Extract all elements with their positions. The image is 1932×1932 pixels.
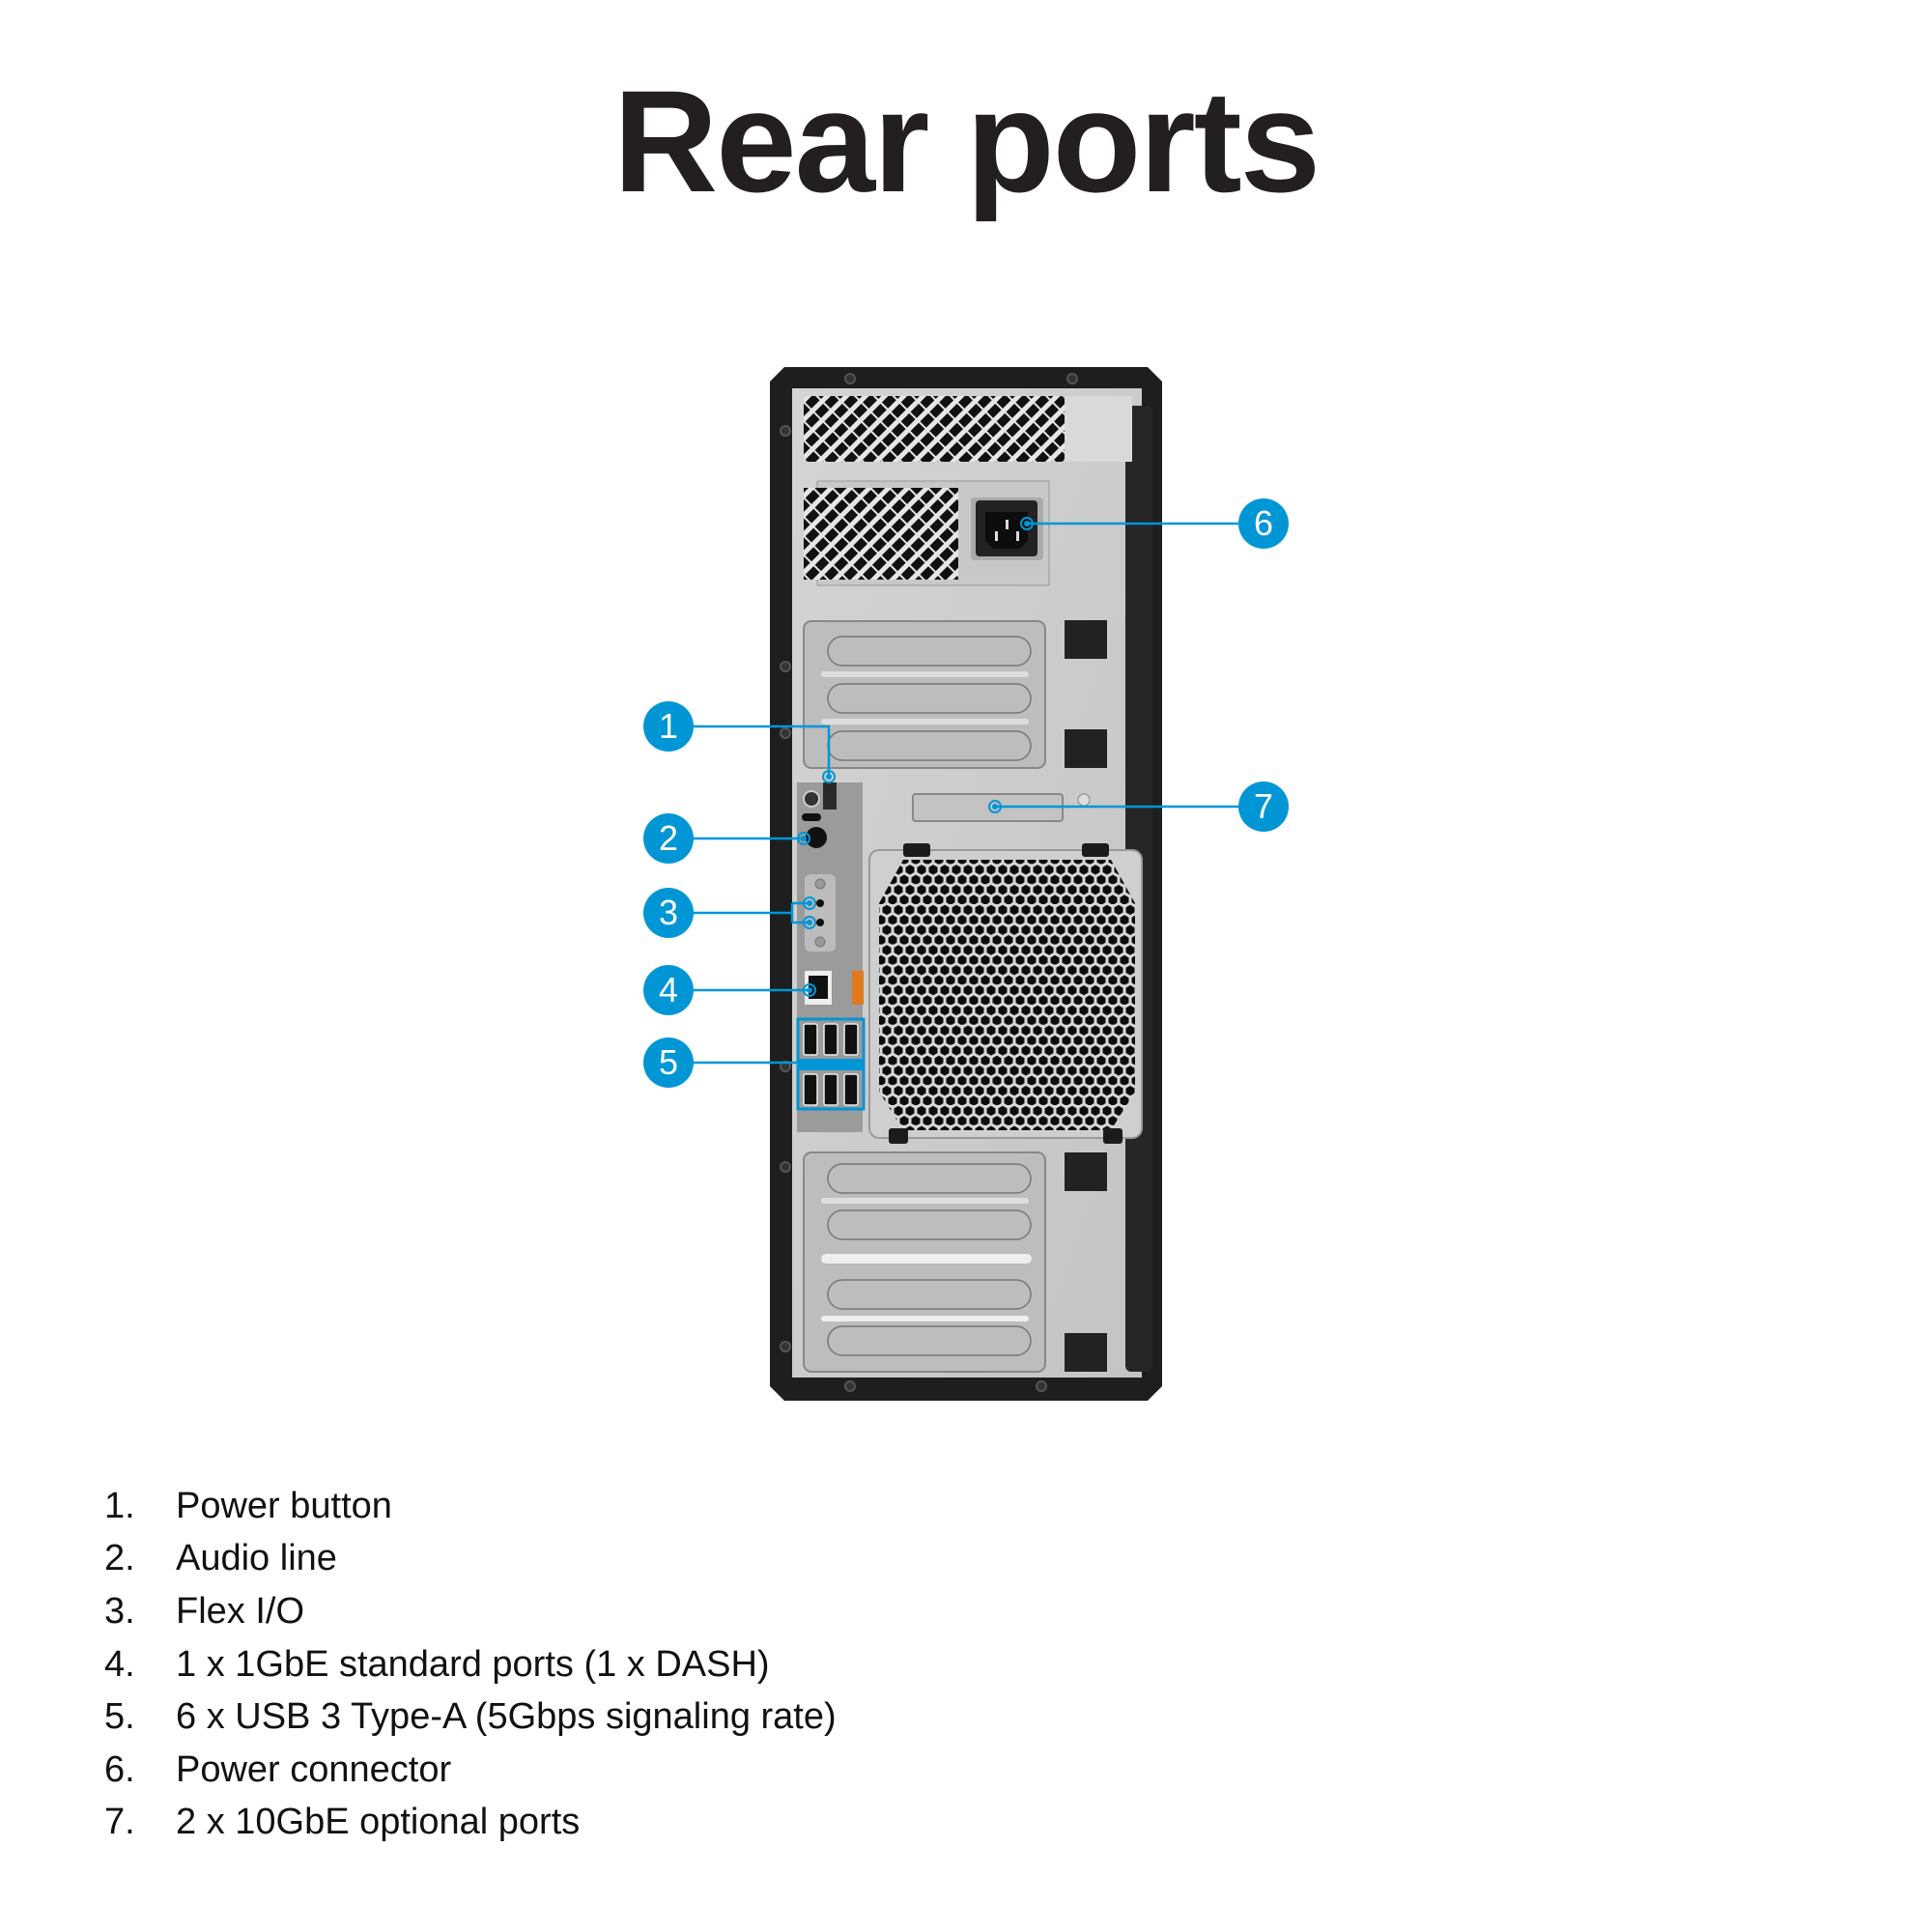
psu-area [804, 396, 1132, 586]
legend-number: 2. [104, 1538, 135, 1579]
callout-line [694, 901, 810, 924]
callout-badge-3 [643, 888, 694, 938]
callout-target-center [807, 920, 812, 925]
legend-label: Flex I/O [176, 1590, 305, 1632]
callout-badge-6 [1238, 498, 1289, 549]
legend-item: 6. Power connector [104, 1744, 837, 1797]
optional-10gbe-slot [912, 793, 1091, 822]
legend-item: 2. Audio line [104, 1533, 837, 1586]
callout-target-center [992, 804, 998, 810]
callout-badge-5 [643, 1037, 694, 1088]
legend-list: 1. Power button 2. Audio line 3. Flex I/O 4… [104, 1480, 837, 1849]
callout-number: 6 [1254, 503, 1273, 543]
callout-target-dot [988, 800, 1002, 813]
power-button [823, 782, 837, 810]
callout-number: 7 [1254, 786, 1273, 826]
callout-target-center [826, 774, 832, 780]
legend-label: 6 x USB 3 Type-A (5Gbps signaling rate) [176, 1696, 837, 1738]
callout-target-dot [803, 896, 816, 910]
io-panel [796, 782, 866, 1132]
callout-number: 5 [659, 1042, 678, 1082]
flex-io-module [805, 874, 836, 952]
callout-badge-2 [643, 813, 694, 864]
callout-badge-4 [643, 965, 694, 1015]
callout-target-center [801, 836, 807, 841]
lower-expansion-slots [803, 1151, 1107, 1373]
callouts: 1 2 3 4 5 6 7 [643, 498, 1289, 1088]
callout-target-dot [803, 916, 816, 929]
legend-item: 7. 2 x 10GbE optional ports [104, 1797, 837, 1850]
legend-label: Audio line [176, 1538, 337, 1579]
legend-item: 5. 6 x USB 3 Type-A (5Gbps signaling rate… [104, 1690, 837, 1744]
callout-target-dot [803, 983, 816, 997]
callout-badge-1 [643, 701, 694, 752]
legend-number: 6. [104, 1748, 135, 1790]
callout-target-dot [1020, 517, 1034, 530]
callout-target-center [807, 987, 812, 993]
callout-badge-7 [1238, 781, 1289, 832]
legend-number: 5. [104, 1696, 135, 1738]
legend-label: Power button [176, 1485, 392, 1526]
legend-number: 3. [104, 1590, 135, 1632]
legend-item: 1. Power button [104, 1480, 837, 1533]
callout-line [694, 724, 831, 777]
callout-number: 2 [659, 818, 678, 858]
callout-number: 3 [659, 893, 678, 932]
page-title: Rear ports [612, 60, 1321, 222]
legend-number: 1. [104, 1485, 135, 1526]
legend-number: 7. [104, 1802, 135, 1843]
legend-label: Power connector [176, 1748, 452, 1790]
ethernet-port [809, 976, 828, 999]
callout-target-center [1024, 521, 1030, 526]
callout-target-dot [822, 770, 836, 783]
callout-target-dot [797, 832, 810, 845]
fan-grill [868, 843, 1143, 1144]
legend-number: 4. [104, 1643, 135, 1685]
callout-number: 1 [659, 706, 678, 746]
legend-item: 3. Flex I/O [104, 1585, 837, 1638]
legend-label: 2 x 10GbE optional ports [176, 1802, 581, 1843]
power-connector [976, 500, 1037, 556]
legend-label: 1 x 1GbE standard ports (1 x DASH) [176, 1643, 770, 1685]
upper-expansion-slots [803, 620, 1107, 769]
legend-item: 4. 1 x 1GbE standard ports (1 x DASH) [104, 1638, 837, 1691]
callout-target-center [807, 900, 812, 906]
callout-number: 4 [659, 970, 678, 1009]
audio-jack [806, 827, 827, 848]
